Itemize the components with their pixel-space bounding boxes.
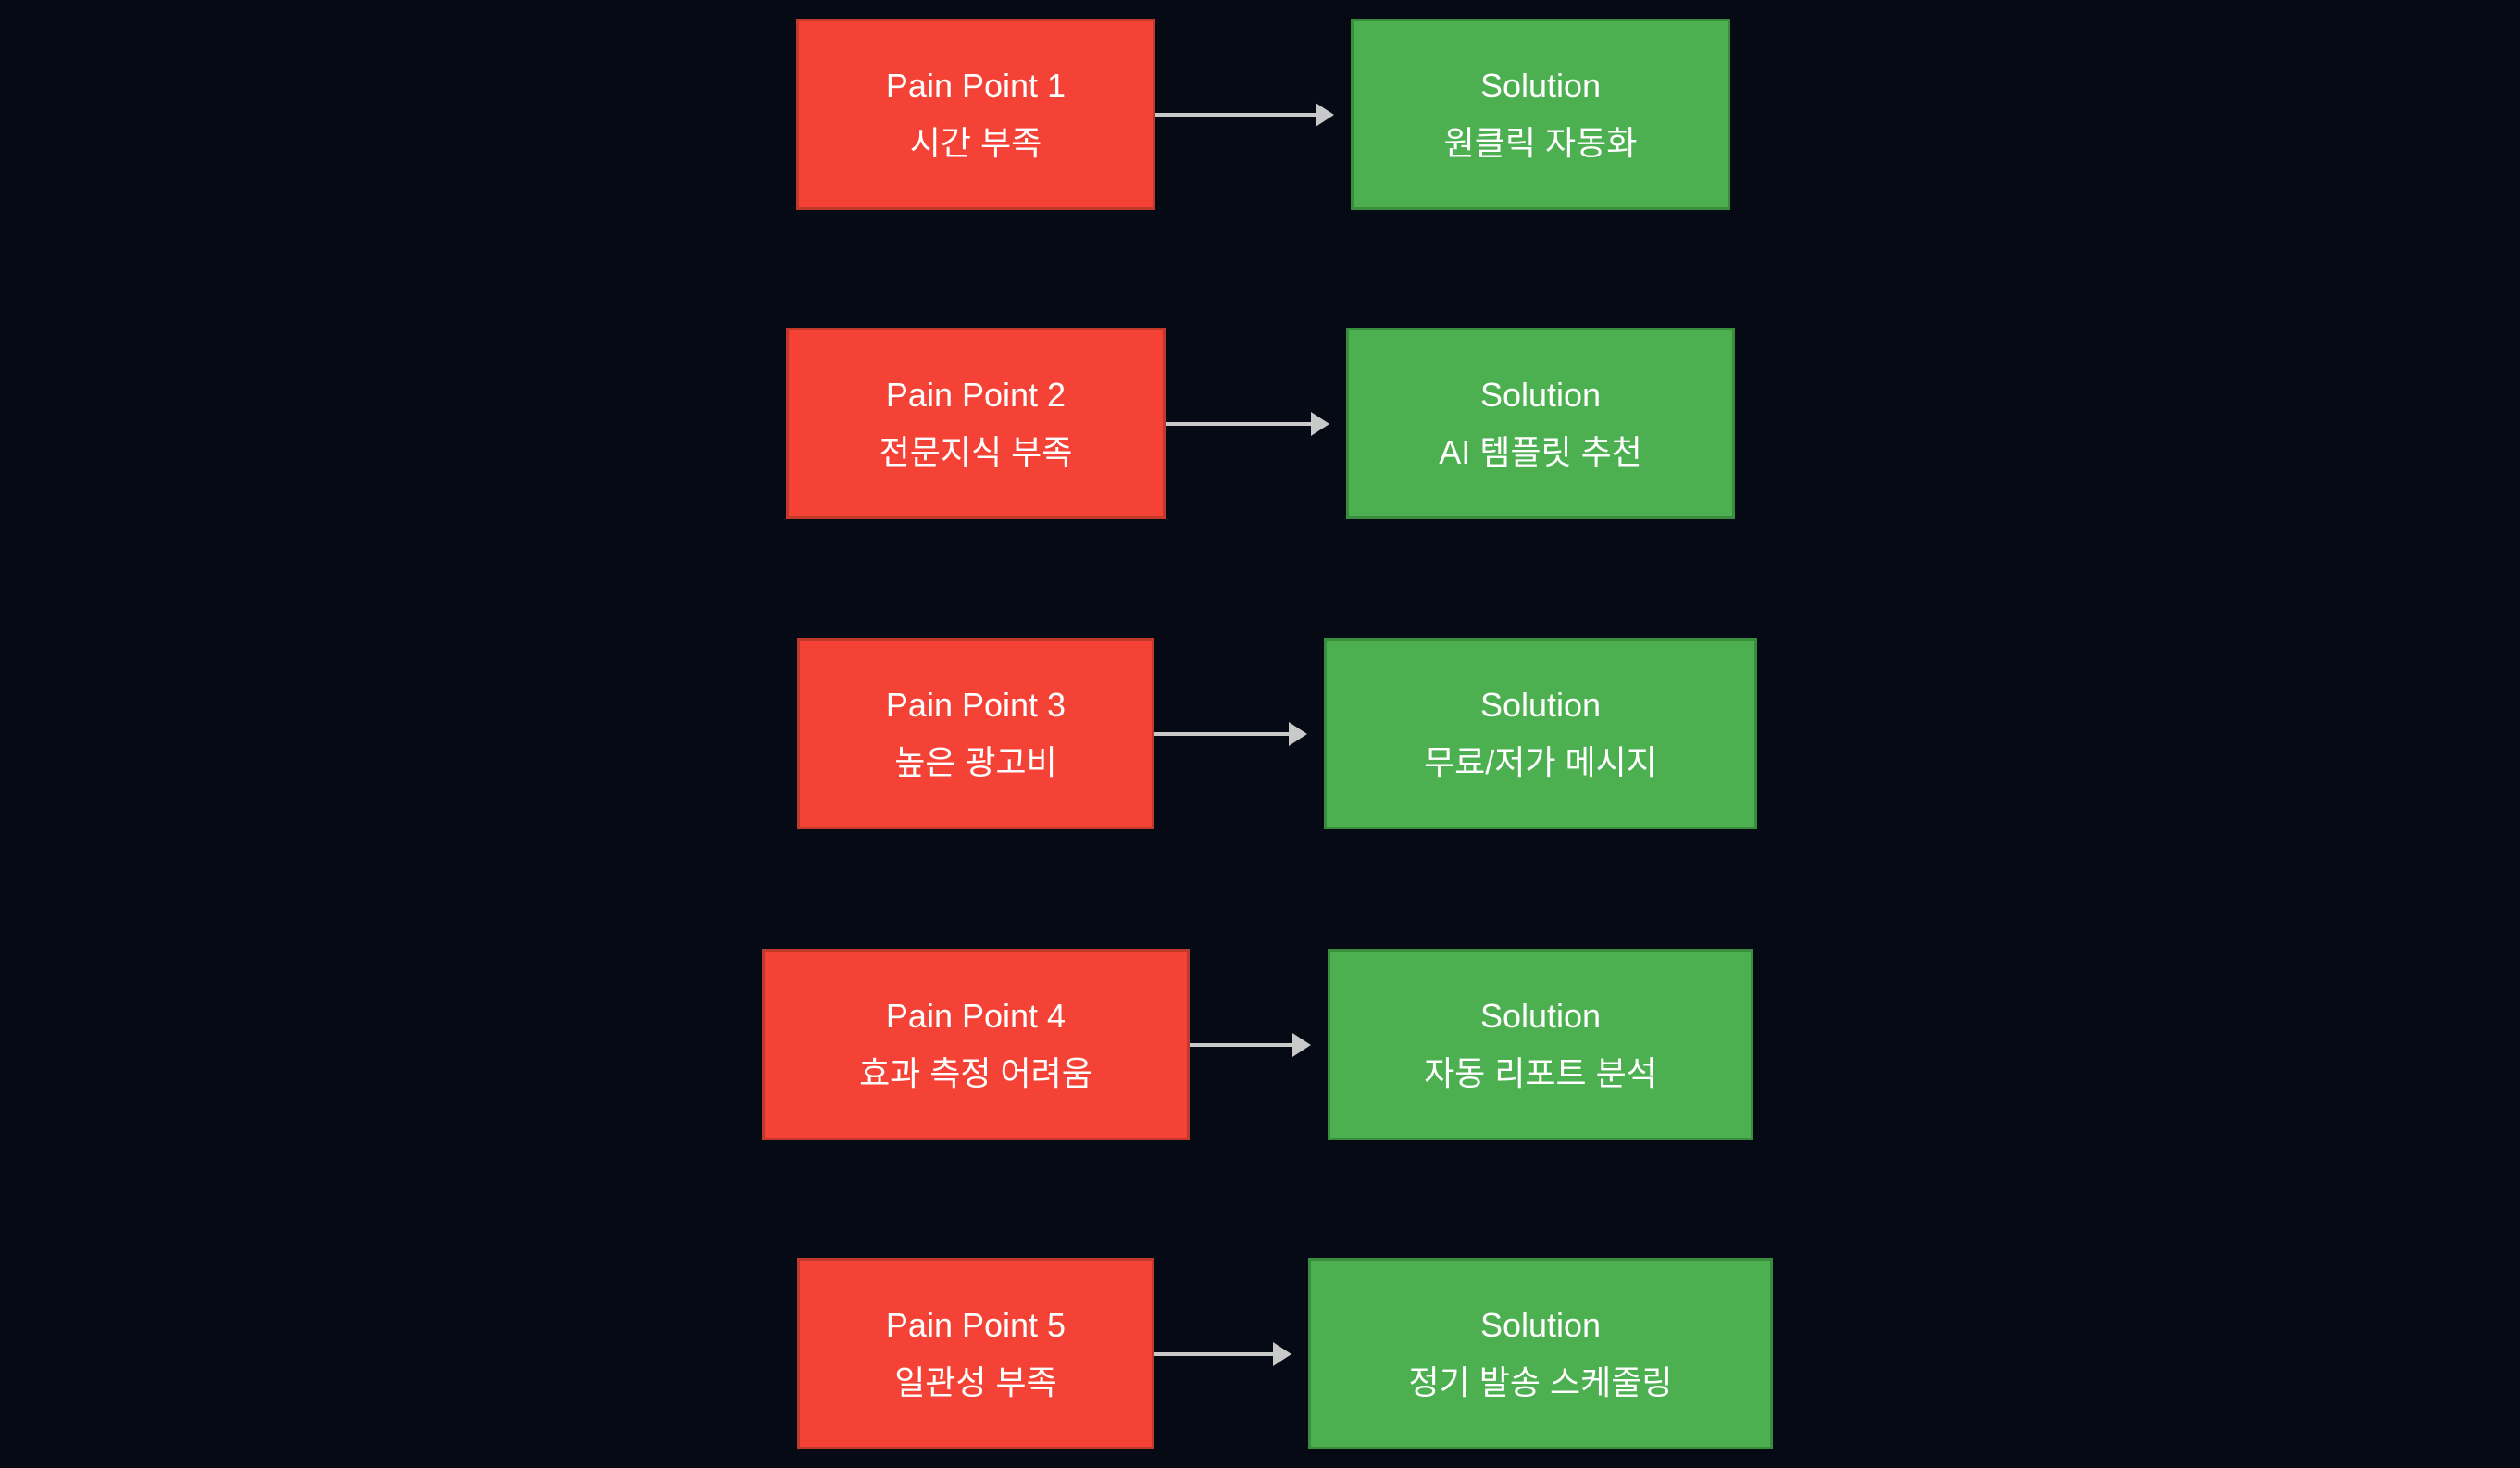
pain-point-label: 효과 측정 어려움 <box>859 1053 1092 1092</box>
arrow-connector-icon <box>1190 1042 1292 1047</box>
solution-label: 무료/저가 메시지 <box>1424 742 1657 781</box>
solution-label: AI 템플릿 추천 <box>1439 432 1642 471</box>
solution-node: Solution 자동 리포트 분석 <box>1328 949 1753 1140</box>
diagram-row: Pain Point 3 높은 광고비 Solution 무료/저가 메시지 <box>0 638 2520 829</box>
pain-point-label: 일관성 부족 <box>894 1362 1057 1401</box>
arrow-connector-icon <box>1155 112 1316 117</box>
solution-label: 자동 리포트 분석 <box>1424 1053 1657 1092</box>
solution-title: Solution <box>1479 66 1602 105</box>
solution-label: 원클릭 자동화 <box>1443 123 1638 162</box>
pain-point-node: Pain Point 3 높은 광고비 <box>797 638 1154 829</box>
solution-title: Solution <box>1479 996 1602 1035</box>
solution-title: Solution <box>1479 375 1602 414</box>
pain-point-title: Pain Point 4 <box>885 996 1067 1035</box>
arrow-connector-icon <box>1154 1351 1273 1356</box>
solution-label: 정기 발송 스케줄링 <box>1408 1362 1673 1401</box>
pain-point-node: Pain Point 2 전문지식 부족 <box>786 328 1166 519</box>
diagram-row: Pain Point 4 효과 측정 어려움 Solution 자동 리포트 분… <box>0 949 2520 1140</box>
arrow-connector-icon <box>1166 421 1311 426</box>
arrow-connector-icon <box>1154 731 1289 736</box>
pain-point-label: 전문지식 부족 <box>879 432 1073 471</box>
solution-node: Solution 무료/저가 메시지 <box>1324 638 1757 829</box>
pain-point-title: Pain Point 3 <box>885 685 1067 724</box>
diagram-row: Pain Point 1 시간 부족 Solution 원클릭 자동화 <box>0 19 2520 210</box>
pain-point-label: 높은 광고비 <box>894 742 1057 781</box>
solution-node: Solution AI 템플릿 추천 <box>1346 328 1735 519</box>
pain-point-node: Pain Point 5 일관성 부족 <box>797 1258 1154 1449</box>
solution-node: Solution 정기 발송 스케줄링 <box>1308 1258 1773 1449</box>
pain-point-title: Pain Point 2 <box>885 375 1067 414</box>
pain-point-node: Pain Point 1 시간 부족 <box>796 19 1155 210</box>
pain-point-node: Pain Point 4 효과 측정 어려움 <box>762 949 1190 1140</box>
pain-point-title: Pain Point 5 <box>885 1305 1067 1344</box>
diagram-row: Pain Point 2 전문지식 부족 Solution AI 템플릿 추천 <box>0 328 2520 519</box>
pain-point-label: 시간 부족 <box>909 123 1042 162</box>
solution-title: Solution <box>1479 685 1602 724</box>
solution-node: Solution 원클릭 자동화 <box>1351 19 1730 210</box>
solution-title: Solution <box>1479 1305 1602 1344</box>
pain-point-title: Pain Point 1 <box>885 66 1067 105</box>
diagram-row: Pain Point 5 일관성 부족 Solution 정기 발송 스케줄링 <box>0 1258 2520 1449</box>
